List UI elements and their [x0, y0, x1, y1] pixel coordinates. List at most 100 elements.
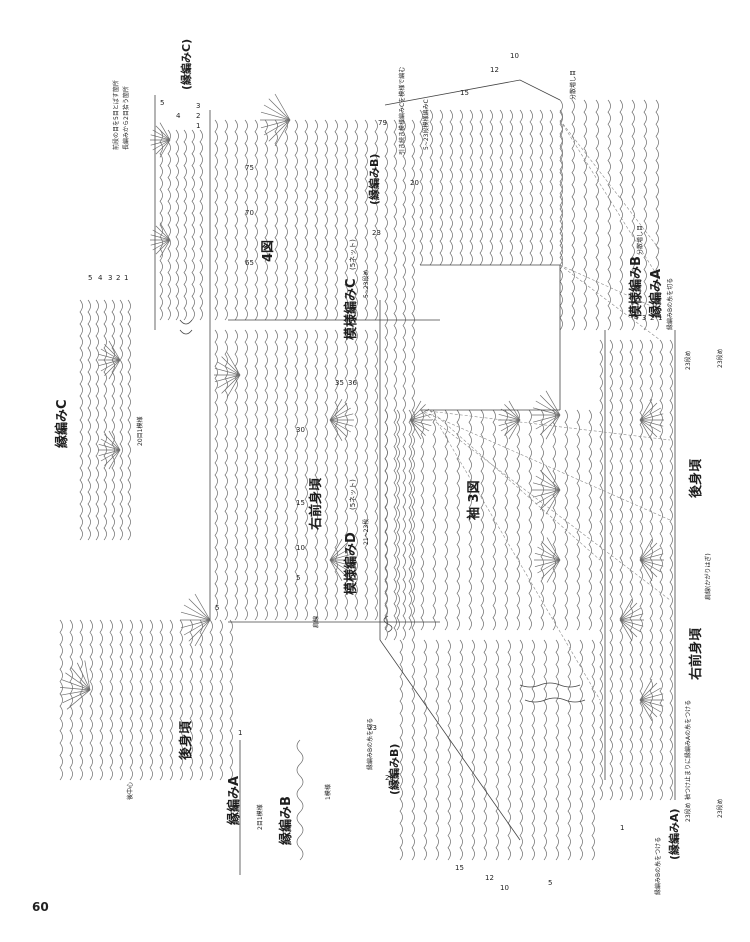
shell-stitch	[70, 666, 91, 691]
shell-stitch	[159, 139, 171, 158]
shell-stitch	[108, 359, 121, 380]
chain-row	[274, 329, 278, 621]
shell-stitch	[537, 559, 561, 574]
shell-stitch	[409, 419, 422, 440]
shell-stitch	[639, 542, 658, 561]
shell-stitch	[539, 414, 561, 436]
shell-stitch	[639, 419, 664, 427]
chain-row	[492, 409, 496, 631]
chain-row	[274, 119, 278, 321]
shell-stitch	[546, 559, 561, 583]
pattern-d-label: 模様編みD	[343, 532, 359, 595]
chain-row	[199, 619, 203, 781]
chain-row	[564, 409, 568, 631]
shell-stitch	[639, 679, 653, 701]
row-number: 15	[296, 499, 305, 507]
chain-row	[459, 639, 463, 861]
shell-stitch	[329, 419, 351, 433]
chain-row	[344, 119, 348, 321]
chain-row	[599, 339, 603, 801]
chain-row	[411, 119, 415, 641]
right-front-label-2: 右前身頃	[688, 627, 704, 681]
row-number: 70	[245, 209, 254, 217]
shell-stitch	[263, 119, 291, 136]
shell-stitch	[545, 489, 561, 515]
side-note: 袖つけ止まりに縁編みAの糸をつける	[684, 700, 692, 800]
shell-stitch	[639, 399, 653, 421]
shell-stitch	[100, 449, 121, 462]
chain-row	[489, 109, 493, 266]
chain-row	[439, 109, 443, 266]
two-stitch-repeat: 2目1模様	[256, 804, 264, 830]
chain-row	[324, 329, 328, 621]
figure-4-label: 4図	[261, 240, 276, 262]
shell-stitch	[100, 438, 121, 451]
chain-row	[567, 639, 571, 861]
shell-stitch	[155, 139, 171, 155]
chain-row	[643, 99, 647, 331]
chain-row	[629, 339, 633, 801]
shell-stitch	[150, 134, 171, 141]
edging-a-paren-label: (縁編みA)	[667, 808, 681, 860]
shell-stitch	[535, 414, 561, 430]
shell-stitch	[619, 607, 641, 621]
attach-yarn-b: 縁編みBの糸をつける	[654, 837, 662, 895]
row-number: 75	[245, 164, 254, 172]
shell-stitch	[619, 619, 633, 641]
row-number: 10	[510, 52, 519, 60]
shell-stitch	[539, 394, 561, 416]
chain-row	[571, 99, 575, 331]
shell-stitch	[545, 465, 561, 491]
shell-stitch	[268, 119, 291, 142]
shell-stitch	[619, 619, 641, 633]
chain-row	[591, 639, 595, 861]
shell-stitch	[226, 352, 241, 376]
chain-row	[264, 119, 268, 321]
row-number: 35	[335, 379, 344, 387]
shell-stitch	[84, 660, 91, 691]
chain-row	[619, 99, 623, 331]
chain-row	[402, 119, 406, 641]
chain-row	[139, 619, 143, 781]
shell-stitch	[639, 693, 664, 701]
shell-stitch	[159, 222, 171, 241]
chain-row	[294, 329, 298, 621]
shell-stitch	[150, 139, 171, 146]
shell-stitch	[217, 374, 241, 389]
shell-stitch	[329, 539, 343, 561]
chain-row	[224, 119, 228, 321]
cut-yarn-b-2: 縁編みBの糸を切る	[666, 278, 674, 330]
shell-stitch	[498, 419, 521, 427]
shell-stitch	[100, 348, 121, 361]
row-number: 5	[296, 574, 300, 582]
rows-23c: 23段め	[684, 350, 692, 370]
pattern-c-label: 模様編みC	[343, 278, 359, 340]
shell-stitch	[104, 344, 121, 361]
note-split-2: 分散増し目	[636, 225, 644, 255]
shell-stitch	[639, 559, 658, 578]
row-number: 79	[378, 119, 387, 127]
note-pick: 長編みから2目拾う箇所	[122, 86, 130, 150]
shell-stitch	[500, 408, 521, 421]
row-number: 1	[238, 729, 242, 737]
chain-row	[552, 409, 556, 631]
chain-row	[79, 619, 83, 781]
chain-row	[607, 99, 611, 331]
chain-row	[214, 329, 218, 621]
shell-stitch	[98, 353, 121, 361]
chain-row	[528, 409, 532, 631]
chain-row	[284, 119, 288, 321]
row-number: 10	[296, 544, 305, 552]
chain-row	[127, 299, 131, 541]
row-number: 5	[88, 274, 92, 282]
chain-row	[519, 109, 523, 266]
shell-stitch	[639, 559, 664, 567]
shell-stitch	[532, 414, 561, 423]
shell-stitch	[504, 419, 521, 436]
chain-row	[314, 329, 318, 621]
chain-row	[483, 639, 487, 861]
shell-stitch	[100, 359, 121, 372]
chain-row	[384, 409, 388, 631]
shell-stitch	[108, 449, 121, 470]
chain-row	[468, 409, 472, 631]
